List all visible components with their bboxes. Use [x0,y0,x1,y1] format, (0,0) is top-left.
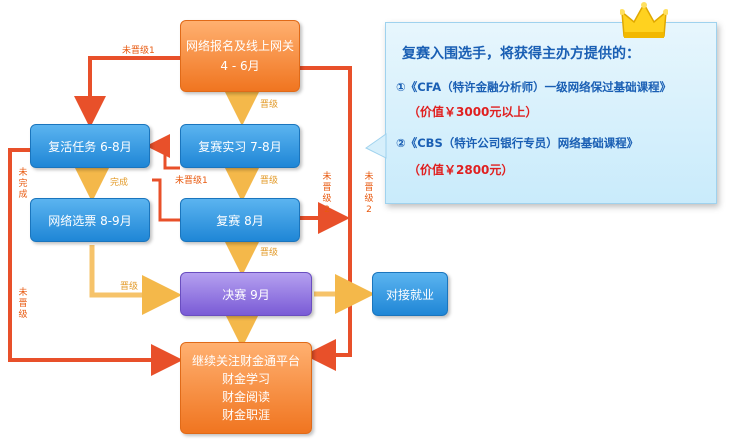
box-final: 决赛 9月 [180,272,312,316]
arrow-intern-to-revive [146,134,180,170]
arrow-prelim-to-revive [74,56,180,128]
box-prelim: 网络报名及线上网关 4 - 6月 [180,20,300,92]
label-not-complete: 未完成 [18,168,28,200]
label-not-advance-2-mid: 未晋级2 [322,172,332,215]
label-advance-b: 晋级 [260,176,279,186]
label-complete: 完成 [110,178,129,188]
panel-item-2: ②《CBS（特许公司银行专员）网络基础课程》 [396,136,639,150]
arrow-vote-to-final [89,245,182,315]
label-advance-a: 晋级 [260,100,279,110]
panel-item-1-price: （价值￥3000元以上） [408,105,538,119]
label-not-advance-1-mid: 未晋级1 [175,176,208,186]
platform-item: 财金阅读 [221,390,270,404]
panel-item-2-price: （价值￥2800元） [408,163,514,177]
label-advance-d: 晋级 [120,282,139,292]
box-rematch: 复赛 8月 [180,198,300,242]
arrow-left-branch [8,148,183,376]
panel-pointer [365,133,387,159]
label-not-advance-2-right: 未晋级2 [364,172,374,215]
platform-title: 继续关注财金通平台 [191,354,300,368]
label-advance-c: 晋级 [260,248,279,258]
box-platform: 继续关注财金通平台 财金学习 财金阅读 财金职涯 [180,342,312,434]
arrow-rematch-to-vote [152,178,180,222]
panel-title: 复赛入围选手，将获得主办方提供的： [402,46,640,62]
box-online-vote: 网络选票 8-9月 [30,198,150,242]
label-not-advance-left: 未晋级 [18,288,28,320]
prelim-date: 4 - 6月 [220,59,260,73]
box-rematch-intern: 复赛实习 7-8月 [180,124,300,168]
platform-item: 财金学习 [221,372,270,386]
box-revive: 复活任务 6-8月 [30,124,150,168]
crown-icon [620,2,668,38]
box-employment: 对接就业 [372,272,448,316]
label-not-advance-1-top: 未晋级1 [122,46,155,56]
arrow-prelim-to-platform [300,66,352,371]
prize-panel: 复赛入围选手，将获得主办方提供的： ①《CFA（特许金融分析师）一级网络保过基础… [385,22,717,204]
platform-item: 财金职涯 [221,408,270,422]
panel-item-1: ①《CFA（特许金融分析师）一级网络保过基础课程》 [396,80,672,94]
prelim-title: 网络报名及线上网关 [185,39,294,53]
